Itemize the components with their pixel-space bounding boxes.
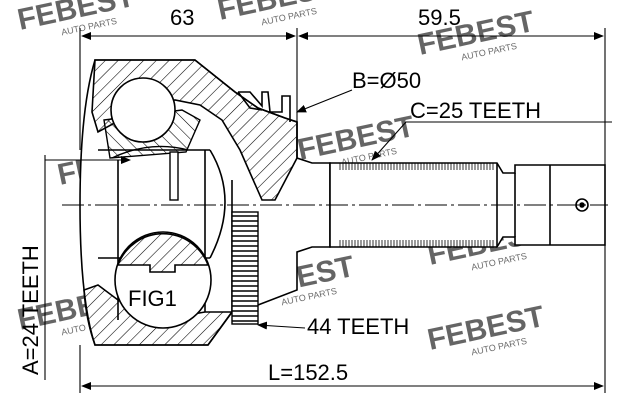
b-diameter-label: B=Ø50: [352, 68, 421, 93]
dimension-59-5-label: 59.5: [418, 5, 461, 30]
abs-ring: [231, 211, 259, 325]
boot-seal: [237, 91, 291, 122]
dimension-63-label: 63: [170, 5, 194, 30]
c-teeth-label: C=25 TEETH: [410, 98, 541, 123]
length-label: L=152.5: [268, 360, 348, 385]
ball-cage: [103, 77, 201, 201]
a-teeth-label: A=24 TEETH: [18, 245, 43, 375]
dimension-lines: [44, 28, 612, 393]
fig1-detail: [114, 231, 212, 329]
abs-teeth-label: 44 TEETH: [307, 314, 409, 339]
fig1-label: FIG1: [128, 286, 177, 311]
